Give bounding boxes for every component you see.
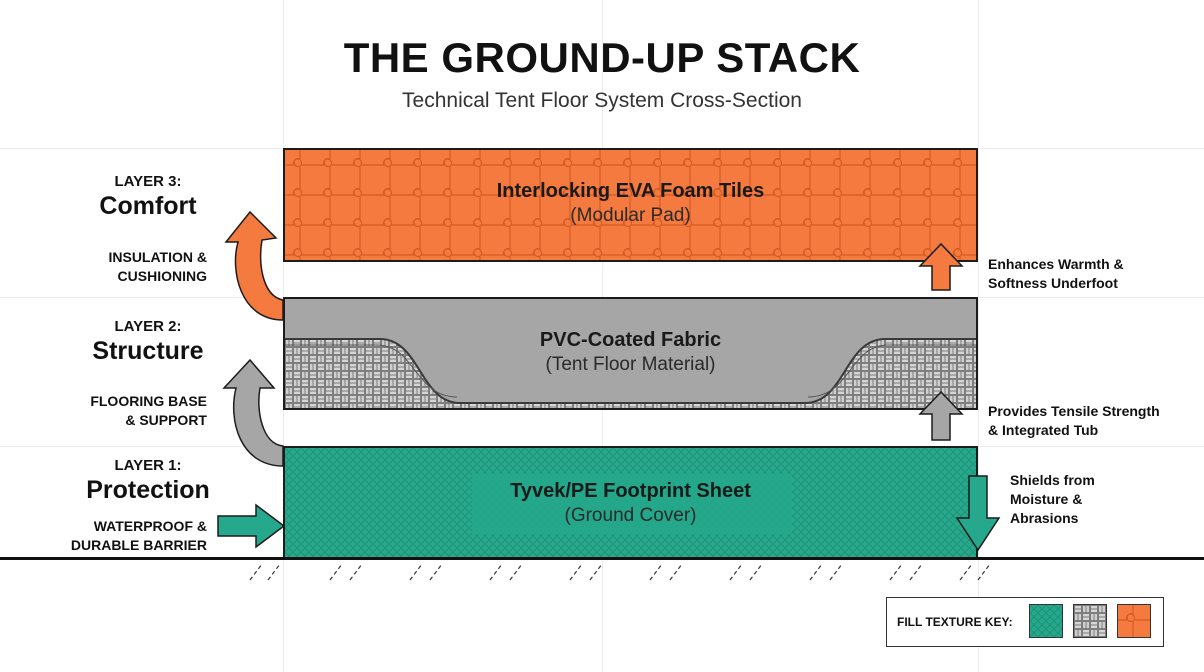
function-label-protection: WATERPROOF & DURABLE BARRIER xyxy=(40,517,207,555)
layer-material-sub: (Modular Pad) xyxy=(570,205,691,226)
benefit-line: Enhances Warmth & xyxy=(988,256,1124,272)
layer-material-name: Interlocking EVA Foam Tiles xyxy=(496,180,765,202)
layer-material-name: Tyvek/PE Footprint Sheet xyxy=(510,480,751,502)
down-arrow-shield-icon xyxy=(955,475,1001,552)
key-label: FILL TEXTURE KEY: xyxy=(897,615,1013,629)
layer-label-structure: LAYER 2: Structure xyxy=(78,318,218,366)
diagram-title: THE GROUND-UP STACK xyxy=(343,34,861,81)
fill-texture-key: FILL TEXTURE KEY: xyxy=(886,597,1164,647)
weave-texture xyxy=(285,299,976,408)
layer-label-comfort: LAYER 3: Comfort xyxy=(78,173,218,221)
layer-number: LAYER 1: xyxy=(114,457,182,474)
layer-comfort: Interlocking EVA Foam Tiles (Modular Pad… xyxy=(283,148,978,262)
layer-title: Structure xyxy=(92,337,204,365)
diagram-subtitle: Technical Tent Floor System Cross-Sectio… xyxy=(402,89,802,112)
crosshatch-texture xyxy=(285,448,976,557)
function-line: INSULATION & xyxy=(108,249,207,265)
grid-line xyxy=(978,0,979,672)
function-label-structure: FLOORING BASE & SUPPORT xyxy=(60,392,207,430)
function-line: & SUPPORT xyxy=(125,412,207,428)
function-line: WATERPROOF & xyxy=(93,518,207,534)
ground-line xyxy=(0,557,1204,560)
benefit-line: & Integrated Tub xyxy=(988,422,1099,438)
key-swatch-crosshatch xyxy=(1029,604,1063,638)
layer-material-sub: (Tent Floor Material) xyxy=(545,354,716,375)
layer-protection: Tyvek/PE Footprint Sheet (Ground Cover) xyxy=(283,446,978,559)
benefit-label-structure: Provides Tensile Strength & Integrated T… xyxy=(988,402,1160,440)
layer-label-protection: LAYER 1: Protection xyxy=(68,457,228,505)
benefit-line: Softness Underfoot xyxy=(988,275,1118,291)
curved-arrow-comfort-icon xyxy=(224,210,284,321)
benefit-line: Abrasions xyxy=(1010,510,1079,526)
function-label-comfort: INSULATION & CUSHIONING xyxy=(60,248,207,286)
key-swatch-basketweave xyxy=(1073,604,1107,638)
puzzle-texture xyxy=(285,150,976,260)
benefit-line: Shields from xyxy=(1010,472,1095,488)
right-arrow-protection-icon xyxy=(217,503,286,549)
function-line: DURABLE BARRIER xyxy=(70,537,207,553)
layer-number: LAYER 2: xyxy=(114,318,182,335)
layer-title: Comfort xyxy=(99,192,197,220)
benefit-line: Moisture & xyxy=(1010,491,1083,507)
up-arrow-warmth-icon xyxy=(918,242,964,291)
layer-material-name: PVC-Coated Fabric xyxy=(539,329,722,351)
benefit-label-protection: Shields from Moisture & Abrasions xyxy=(1010,471,1095,528)
key-swatch-puzzle xyxy=(1117,604,1151,638)
curved-arrow-structure-icon xyxy=(222,358,284,467)
layer-material-sub: (Ground Cover) xyxy=(564,505,697,526)
function-line: CUSHIONING xyxy=(117,268,207,284)
layer-title: Protection xyxy=(86,476,210,504)
layer-number: LAYER 3: xyxy=(114,173,182,190)
function-line: FLOORING BASE xyxy=(90,393,207,409)
ground-hatching xyxy=(249,563,991,581)
benefit-label-comfort: Enhances Warmth & Softness Underfoot xyxy=(988,255,1124,293)
up-arrow-strength-icon xyxy=(918,390,964,441)
benefit-line: Provides Tensile Strength xyxy=(988,403,1160,419)
layer-structure: PVC-Coated Fabric (Tent Floor Material) xyxy=(283,297,978,410)
